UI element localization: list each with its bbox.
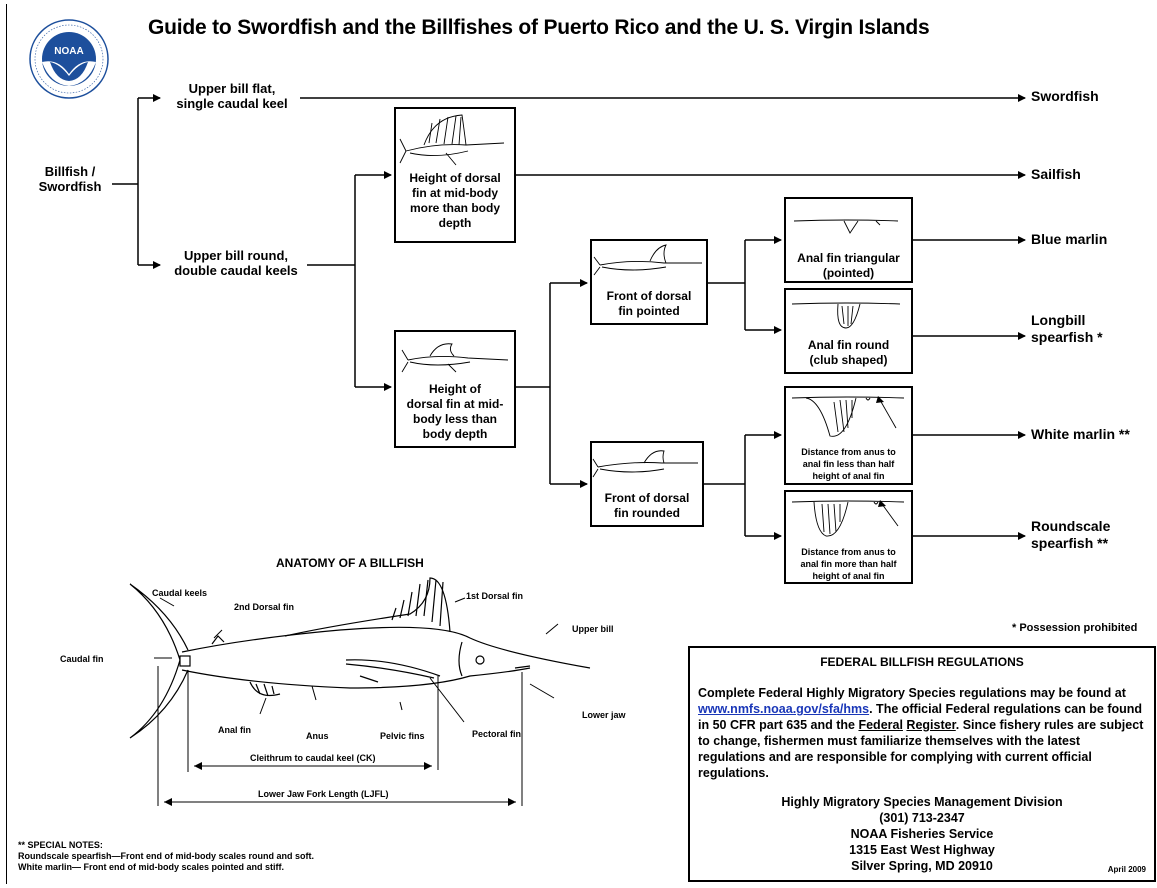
special-notes-heading: ** SPECIAL NOTES: (18, 840, 103, 850)
publication-date: April 2009 (1107, 865, 1146, 874)
noaa-logo-icon: NOAA (29, 19, 109, 99)
key-upper-bill-round: Upper bill round, double caudal keels (174, 248, 298, 278)
anatomy-anus: Anus (306, 731, 329, 741)
anatomy-second-dorsal: 2nd Dorsal fin (234, 602, 295, 612)
special-note-roundscale: Roundscale spearfish—Front end of mid-bo… (18, 851, 315, 861)
anatomy-anal-fin: Anal fin (218, 725, 251, 735)
federal-regulations-box: FEDERAL BILLFISH REGULATIONS Complete Fe… (688, 646, 1156, 882)
anatomy-caudal-fin: Caudal fin (60, 654, 104, 664)
species-longbill-spearfish: Longbill spearfish * (1031, 312, 1103, 345)
anal-fin-far-anus-icon (791, 500, 905, 537)
key-box-anus-less: Distance from anus to anal fin less than… (784, 386, 913, 485)
regulations-contact: Highly Migratory Species Management Divi… (781, 795, 1063, 873)
key-root-label: Billfish / Swordfish (38, 164, 102, 194)
key-box-anus-more-label: Distance from anus to anal fin more than… (800, 547, 897, 581)
species-swordfish: Swordfish (1031, 88, 1099, 104)
key-box-dorsal-high-label: Height of dorsal fin at mid-body more th… (409, 171, 501, 230)
marlin-sketch-icon (401, 343, 509, 373)
anatomy-ck-measure: Cleithrum to caudal keel (CK) (250, 753, 376, 763)
page-left-border (6, 4, 7, 884)
anatomy-pectoral-fin: Pectoral fin (472, 729, 522, 739)
species-roundscale-spearfish: Roundscale spearfish ** (1031, 518, 1111, 551)
federal-word: Federal (858, 718, 903, 732)
blue-marlin-sketch-icon (593, 244, 702, 276)
key-box-anal-triangular: Anal fin triangular (pointed) (784, 197, 913, 283)
round-anal-fin-icon (791, 302, 901, 329)
key-box-anus-less-label: Distance from anus to anal fin less than… (801, 447, 896, 481)
regulations-text-part: . Since fishery rules are subject to cha… (698, 718, 1144, 780)
anatomy-lower-jaw: Lower jaw (582, 710, 626, 720)
regulations-text-part: . The official Federal regulations can b… (698, 702, 1143, 732)
key-box-anal-triangular-label: Anal fin triangular (pointed) (797, 251, 900, 280)
anal-fin-near-anus-icon (791, 396, 905, 437)
sailfish-sketch-icon (399, 114, 505, 166)
key-box-anal-round-label: Anal fin round (club shaped) (807, 338, 890, 367)
key-upper-bill-flat: Upper bill flat, single caudal keel (176, 81, 288, 111)
hms-website-link[interactable]: www.nmfs.noaa.gov/sfa/hms (698, 702, 870, 716)
anatomy-title: ANATOMY OF A BILLFISH (276, 556, 424, 570)
key-box-front-rounded-label: Front of dorsal fin rounded (604, 491, 690, 520)
regulations-heading: FEDERAL BILLFISH REGULATIONS (820, 655, 1024, 669)
billfish-anatomy-drawing (129, 577, 591, 806)
regulations-text: Complete Federal Highly Migratory Specie… (698, 685, 1148, 781)
key-box-anus-more: Distance from anus to anal fin more than… (784, 490, 913, 584)
triangular-anal-fin-icon (793, 219, 899, 234)
key-box-dorsal-low-label: Height of dorsal fin at mid- body less t… (406, 382, 504, 441)
special-note-white-marlin: White marlin— Front end of mid-body scal… (18, 862, 285, 872)
key-box-dorsal-high: Height of dorsal fin at mid-body more th… (394, 107, 516, 243)
key-box-dorsal-low: Height of dorsal fin at mid- body less t… (394, 330, 516, 448)
register-word: Register (906, 718, 956, 732)
anatomy-pelvic-fins: Pelvic fins (380, 731, 425, 741)
page-title: Guide to Swordfish and the Billfishes of… (148, 16, 930, 39)
species-white-marlin: White marlin ** (1031, 426, 1130, 442)
special-notes: ** SPECIAL NOTES: Roundscale spearfish—F… (18, 840, 314, 873)
key-box-front-pointed: Front of dorsal fin pointed (590, 239, 708, 325)
anatomy-upper-bill: Upper bill (572, 624, 614, 634)
anatomy-caudal-keels: Caudal keels (152, 588, 208, 598)
anatomy-ljfl-measure: Lower Jaw Fork Length (LJFL) (258, 789, 389, 799)
species-sailfish: Sailfish (1031, 166, 1081, 182)
white-marlin-sketch-icon (592, 450, 698, 478)
species-blue-marlin: Blue marlin (1031, 231, 1108, 247)
key-box-front-pointed-label: Front of dorsal fin pointed (606, 289, 692, 318)
key-box-anal-round: Anal fin round (club shaped) (784, 288, 913, 374)
possession-prohibited-note: * Possession prohibited (1012, 622, 1138, 634)
key-box-front-rounded: Front of dorsal fin rounded (590, 441, 704, 527)
anatomy-first-dorsal: 1st Dorsal fin (466, 591, 524, 601)
svg-text:NOAA: NOAA (54, 46, 83, 57)
regulations-text-part: Complete Federal Highly Migratory Specie… (698, 686, 1126, 700)
